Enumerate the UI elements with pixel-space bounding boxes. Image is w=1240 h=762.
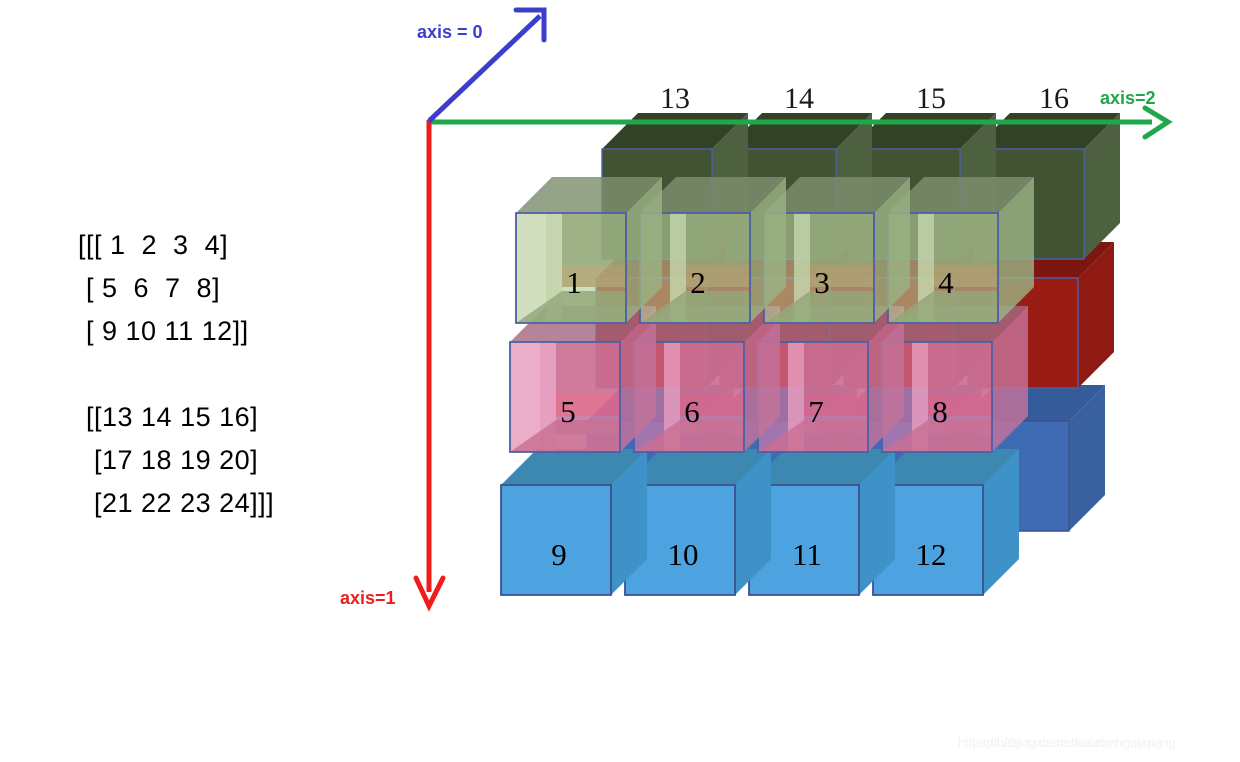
cube-right-face [620,306,656,452]
cube-value-label: 12 [916,537,947,572]
cube-top-face [764,177,910,213]
cube-value-label: 10 [668,537,699,572]
cube-right-face [744,306,780,452]
cube-green-row-4: 4 [887,177,1034,324]
cube-value-label: 2 [690,265,706,300]
watermark-text-b: https://blog.csdn.net/wuzhongqiang [972,735,1176,750]
cube-right-face [998,177,1034,323]
cube-right-face [1078,242,1114,388]
cube-top-face [640,177,786,213]
cube-value-label: 6 [684,394,700,429]
watermark-text-a: https://blog.csdn.net/wuzhongqiang [958,735,1162,750]
cube-value-label: 1 [566,265,582,300]
cube-top-face [749,449,895,485]
cube-value-label: 3 [814,265,830,300]
cube-right-face [992,306,1028,452]
cube-value-label: 5 [560,394,576,429]
cube-value-label: 7 [808,394,824,429]
array-literal-text: [[[ 1 2 3 4] [ 5 6 7 8] [ 9 10 11 12]] [… [78,230,275,518]
cube-right-face [874,177,910,323]
cube-right-face [1069,385,1105,531]
cube-front-face [515,212,627,324]
cube-right-face [611,449,647,595]
cube-blue-row-9: 9 [500,449,647,596]
axis-1-arrowhead [413,575,446,612]
axis-arrows [413,7,1173,612]
axis-1-label: axis=1 [340,588,396,608]
column-label-13: 13 [660,82,690,115]
cube-front-face [500,484,612,596]
cube-value-label: 4 [938,265,954,300]
cube-value-label: 9 [551,537,567,572]
watermark: https://blog.csdn.net/wuzhongqiang https… [958,735,1176,750]
axis-0-arrowhead [513,7,547,43]
cube-value-label: 11 [792,537,822,572]
cube-right-face [1084,113,1120,259]
cube-green-row-3: 3 [763,177,910,324]
cube-right-face [983,449,1019,595]
cube-front-face [509,341,621,453]
cube-top-face [888,177,1034,213]
cube-value-label: 8 [932,394,948,429]
cube-top-face [516,177,662,213]
axis-2-label: axis=2 [1100,88,1156,108]
cube-pink-row-8: 8 [881,306,1028,453]
cube-right-face [750,177,786,323]
column-label-15: 15 [916,82,946,115]
cube-green-row-1: 1 [515,177,662,324]
cube-top-face [873,449,1019,485]
cube-right-face [735,449,771,595]
cube-blue-row-12: 12 [872,449,1019,596]
cube-pink-row-5: 5 [509,306,656,453]
cube-blue-row-11: 11 [748,449,895,596]
axis-2-arrowhead [1142,105,1173,140]
column-label-16: 16 [1039,82,1069,115]
column-label-14: 14 [784,82,814,115]
axis-0-label: axis = 0 [417,22,483,42]
axis-0-line [427,14,542,123]
cube-green-row-2: 2 [639,177,786,324]
cube-top-face [625,449,771,485]
cube-top-face [501,449,647,485]
cube-right-face [859,449,895,595]
cube-right-face [868,306,904,452]
cube-right-face [626,177,662,323]
